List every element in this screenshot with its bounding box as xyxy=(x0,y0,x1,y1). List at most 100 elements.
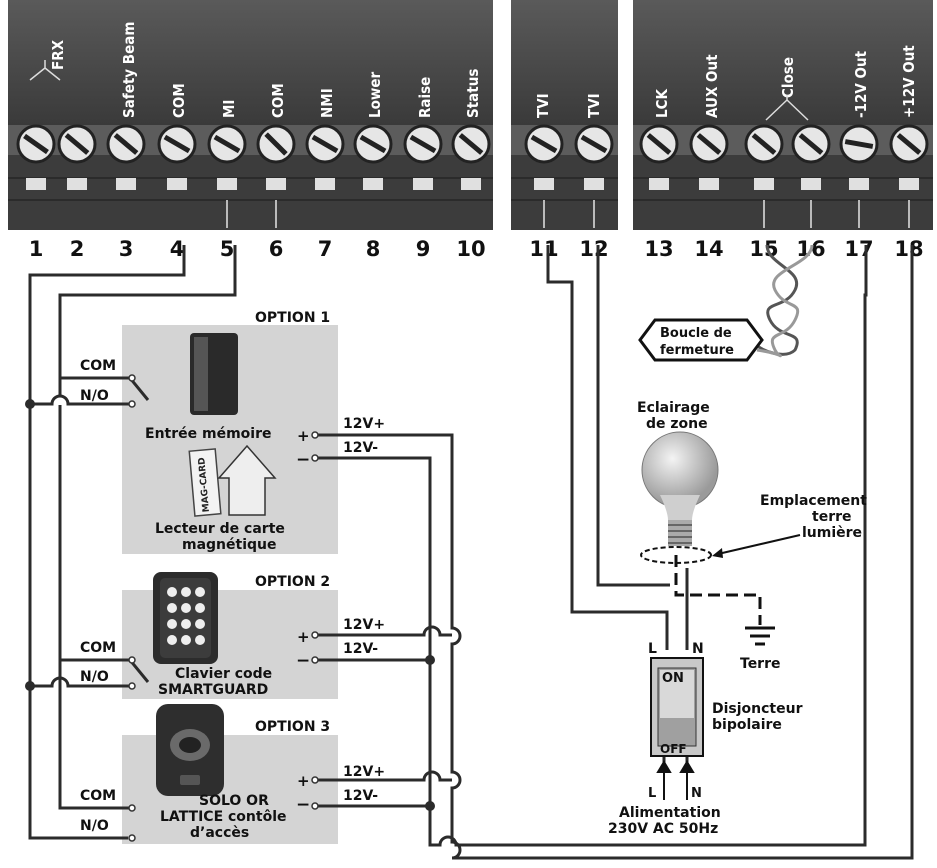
label-aux-out: AUX Out xyxy=(703,54,721,118)
label-tvi-11: TVI xyxy=(534,93,552,118)
contacts-option-1: COM N/O xyxy=(80,358,116,404)
supply-arrows xyxy=(656,760,695,800)
terminal-number-10: 10 xyxy=(456,237,485,261)
keypad-key xyxy=(195,619,205,629)
earth-wire xyxy=(674,555,762,625)
svg-text:−: − xyxy=(296,795,310,815)
terminal-screw-7 xyxy=(305,124,345,190)
svg-text:12V-: 12V- xyxy=(343,641,378,657)
label-close: Close xyxy=(779,57,797,98)
no-label-1: N/O xyxy=(80,388,109,404)
breaker-L: L xyxy=(648,641,657,657)
earth-loc-l2: terre xyxy=(812,509,852,525)
terminal-screw-15 xyxy=(744,124,784,190)
label-minus-12v-out: -12V Out xyxy=(852,50,870,118)
close-bracket xyxy=(765,95,809,121)
supply-N: N xyxy=(691,786,702,801)
loop-l1: Boucle de xyxy=(660,326,732,341)
breaker-l1: Disjoncteur xyxy=(712,701,803,717)
terminal-screw-1 xyxy=(16,124,56,190)
label-plus-12v-out: +12V Out xyxy=(900,45,918,118)
keypad-key xyxy=(181,635,191,645)
svg-text:12V+: 12V+ xyxy=(343,617,385,633)
mag-card-icon: MAG-CARD xyxy=(188,448,222,517)
bipolar-breaker: ON OFF xyxy=(650,657,704,757)
contacts-option-3: COM N/O xyxy=(80,788,116,834)
terminal-number-9: 9 xyxy=(416,237,431,261)
terminal-screw-3 xyxy=(106,124,146,190)
label-status: Status xyxy=(464,69,482,118)
contacts-option-2: COM N/O xyxy=(80,640,116,685)
terminal-number-6: 6 xyxy=(269,237,284,261)
keypad-key xyxy=(167,635,177,645)
keypad-key xyxy=(167,603,177,613)
supply-l1: Alimentation xyxy=(619,805,721,821)
option-3-l3: d’accès xyxy=(190,825,249,841)
terminal-number-1: 1 xyxy=(29,237,44,261)
terminal-number-3: 3 xyxy=(119,237,134,261)
terminal-number-17: 17 xyxy=(844,237,873,261)
option-3-l2: LATTICE contôle xyxy=(160,809,287,825)
junction-dots xyxy=(25,399,435,811)
terminal-screw-17 xyxy=(839,124,879,190)
power-option-3: + − 12V+ 12V- xyxy=(296,764,385,815)
svg-text:12V+: 12V+ xyxy=(343,416,385,432)
earth-location-ring xyxy=(640,546,712,564)
option-3-title: OPTION 3 xyxy=(255,719,330,735)
terminal-block-13-18 xyxy=(633,0,933,230)
option-3-l1: SOLO OR xyxy=(199,793,269,809)
supply-L: L xyxy=(648,786,656,801)
contact-points xyxy=(128,374,319,842)
breaker-on: ON xyxy=(662,671,684,686)
no-label-2: N/O xyxy=(80,669,109,685)
option-2-l2: SMARTGUARD xyxy=(158,682,268,698)
keypad-key xyxy=(181,619,191,629)
wires xyxy=(28,245,914,860)
svg-text:+: + xyxy=(297,427,310,445)
terminal-screw-10 xyxy=(451,124,491,190)
option-2-title: OPTION 2 xyxy=(255,574,330,590)
terminal-screw-16 xyxy=(791,124,831,190)
light-bulb-icon xyxy=(641,431,719,546)
option-1-device: Entrée mémoire xyxy=(145,426,271,442)
label-com-6: COM xyxy=(269,83,287,118)
terminal-screw-9 xyxy=(403,124,443,190)
svg-text:+: + xyxy=(297,772,310,790)
swipe-up-arrow-icon xyxy=(217,444,277,516)
option-1-reader-l1: Lecteur de carte xyxy=(155,521,285,537)
svg-text:+: + xyxy=(297,628,310,646)
frx-bracket xyxy=(29,60,61,81)
terminal-number-14: 14 xyxy=(694,237,723,261)
earth-pointer-head xyxy=(712,548,723,558)
terminal-number-5: 5 xyxy=(220,237,235,261)
keypad-key xyxy=(195,587,205,597)
terminal-number-18: 18 xyxy=(894,237,923,261)
keypad-key xyxy=(167,619,177,629)
terminal-screw-4 xyxy=(157,124,197,190)
svg-text:−: − xyxy=(296,450,310,470)
com-label-1: COM xyxy=(80,358,116,374)
keypad-icon xyxy=(153,572,218,664)
terminal-number-4: 4 xyxy=(170,237,185,261)
no-label-3: N/O xyxy=(80,818,109,834)
label-lck: LCK xyxy=(653,88,671,118)
option-1-reader-l2: magnétique xyxy=(182,537,277,553)
svg-text:−: − xyxy=(296,651,310,671)
breaker-N: N xyxy=(692,641,704,657)
label-nmi: NMI xyxy=(318,88,336,118)
terminal-number-2: 2 xyxy=(70,237,85,261)
terminal-screw-12 xyxy=(574,124,614,190)
terminal-screw-8 xyxy=(353,124,393,190)
earth-loc-l3: lumière xyxy=(802,525,862,541)
loop-l2: fermeture xyxy=(660,343,734,358)
label-mi: MI xyxy=(220,100,238,118)
keypad-key xyxy=(167,587,177,597)
terminal-screw-5 xyxy=(207,124,247,190)
closing-loop: Boucle de fermeture xyxy=(638,244,814,362)
com-label-3: COM xyxy=(80,788,116,804)
option-2-l1: Clavier code xyxy=(175,666,272,682)
keypad-key xyxy=(181,587,191,597)
terminal-number-13: 13 xyxy=(644,237,673,261)
terminal-number-12: 12 xyxy=(579,237,608,261)
